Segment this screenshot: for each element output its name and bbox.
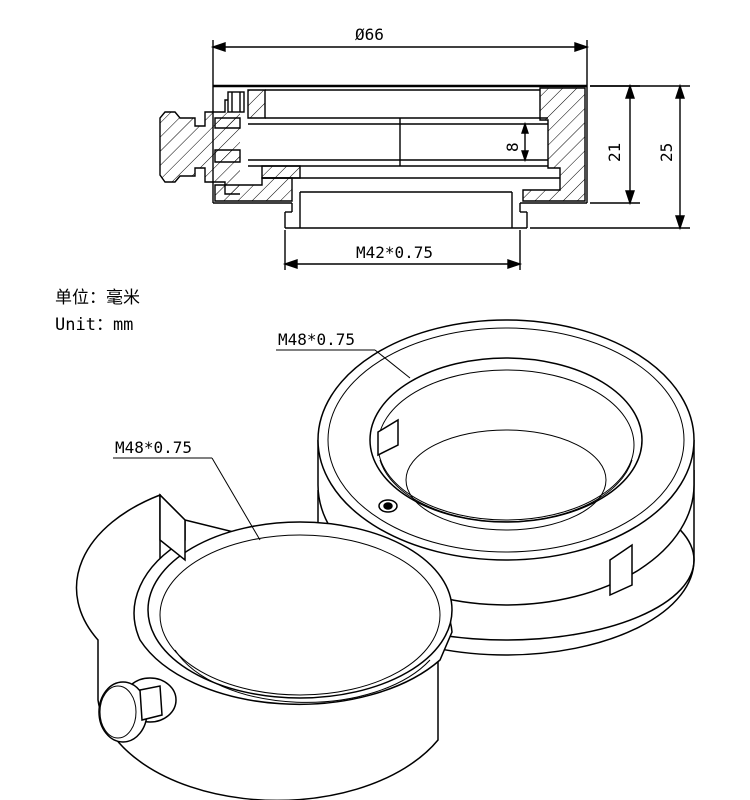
dimension-outer-diameter (210, 40, 590, 86)
groove-label: 8 (503, 142, 522, 152)
thread-bottom-label: M42*0.75 (356, 243, 433, 262)
outer-diameter-label: Ø66 (355, 25, 384, 44)
height-inner-label: 21 (605, 143, 624, 162)
cross-section-view (159, 40, 690, 270)
dimension-groove (521, 121, 529, 163)
dimension-thread-bottom (282, 230, 523, 270)
unit-note-en: Unit：mm (55, 315, 133, 335)
upper-ring-callout (276, 349, 411, 379)
lower-clamp-callout (113, 457, 261, 541)
lower-clamp-illustration (75, 493, 453, 800)
upper-ring-thread-label: M48*0.75 (278, 330, 355, 349)
dimension-height-total (530, 83, 690, 231)
lower-clamp-thread-label: M48*0.75 (115, 438, 192, 457)
section-body (159, 84, 588, 229)
height-total-label: 25 (657, 143, 676, 162)
unit-note-cn: 单位：毫米 (55, 288, 140, 308)
